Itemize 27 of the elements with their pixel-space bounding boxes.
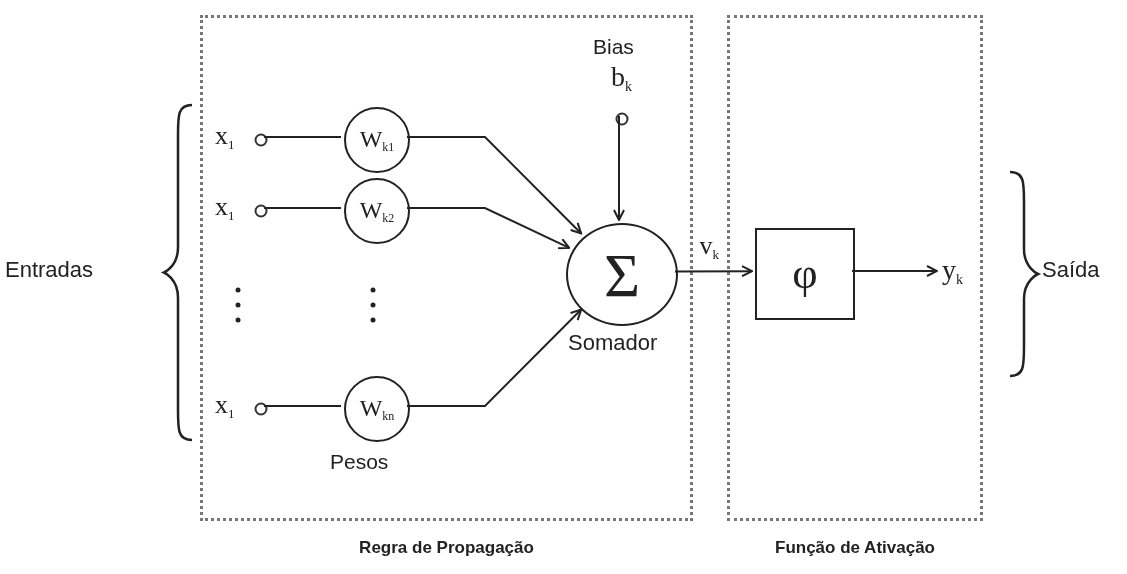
bias-label: Bias (593, 35, 634, 59)
connector-line (263, 207, 342, 209)
output-label: y$_{k}$ (942, 254, 963, 288)
input-label: x$_{1}$ (215, 390, 235, 422)
connector-line (263, 136, 342, 138)
group-title: Regra de Propagação (359, 538, 534, 558)
input-label: x$_{1}$ (215, 192, 235, 224)
weight-label: W$_{k1}$ (359, 126, 395, 154)
arrow (613, 115, 625, 221)
arrow (406, 136, 583, 235)
phi-symbol: φ (792, 252, 818, 296)
arrow (851, 265, 938, 277)
text-label: Entradas (5, 257, 94, 283)
group-title: Função de Ativação (775, 538, 935, 558)
activation-box (755, 228, 855, 320)
node-caption: Somador (568, 330, 658, 356)
input-label: x$_{1}$ (215, 121, 235, 153)
weight-label: W$_{k2}$ (359, 197, 395, 225)
arrow (406, 207, 571, 250)
text-label: Pesos (330, 450, 389, 474)
bias-symbol: b$_{k}$ (611, 61, 632, 95)
arrow (406, 308, 583, 407)
connector-line (263, 405, 342, 407)
text-label: Saída (1042, 257, 1100, 283)
weight-label: W$_{kn}$ (359, 395, 395, 423)
arrow (674, 265, 753, 278)
sigma-symbol: Σ (603, 243, 641, 306)
